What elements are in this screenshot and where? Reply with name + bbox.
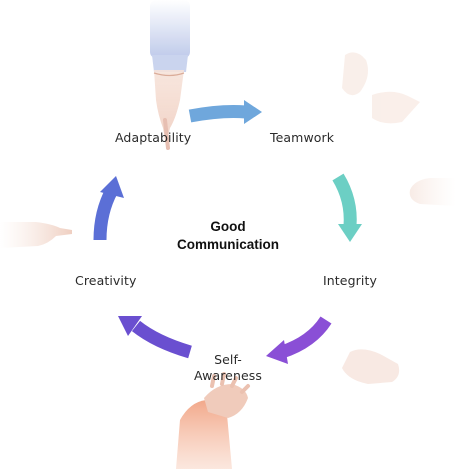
arrow-integrity-to-self-awareness xyxy=(266,316,332,364)
arrow-adaptability-to-teamwork xyxy=(188,100,262,124)
hand-top-image xyxy=(150,0,190,150)
center-title-line2: Communication xyxy=(176,237,279,252)
node-label-integrity: Integrity xyxy=(323,273,377,288)
hand-right-image xyxy=(409,178,456,206)
hand-top-right-image xyxy=(342,52,420,124)
node-label-self-awareness-line2: Awareness xyxy=(193,368,263,383)
hand-bottom-right-image xyxy=(342,349,400,384)
hand-left-image xyxy=(0,222,72,248)
node-label-self-awareness-line1: Self- xyxy=(214,352,242,367)
node-label-adaptability: Adaptability xyxy=(115,130,192,145)
node-label-teamwork: Teamwork xyxy=(270,130,335,145)
center-title-line1: Good xyxy=(210,219,246,234)
arrow-creativity-to-adaptability xyxy=(93,176,124,241)
node-label-self-awareness: Self- Awareness xyxy=(190,352,266,384)
arrow-teamwork-to-integrity xyxy=(332,173,362,242)
center-title: Good Communication xyxy=(150,218,306,254)
hand-bottom-image xyxy=(176,372,250,469)
node-label-creativity: Creativity xyxy=(75,273,137,288)
arrow-self-awareness-to-creativity xyxy=(118,316,192,359)
